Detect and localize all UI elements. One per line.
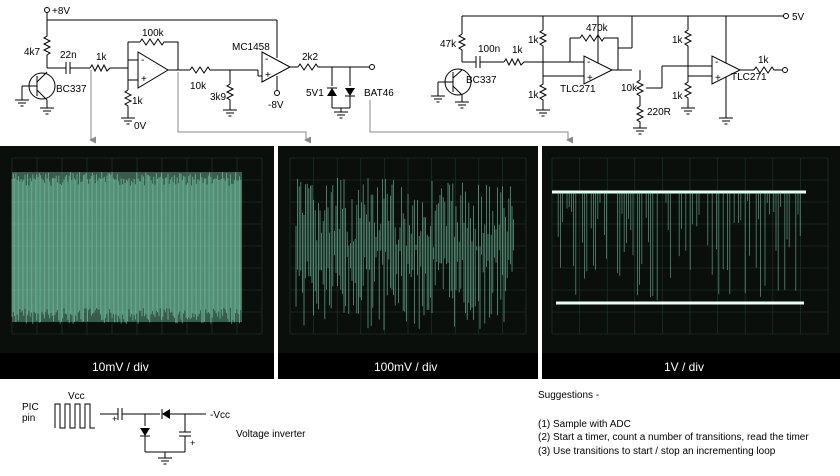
transistor-bc337 [14, 71, 56, 115]
inverter-capacitor-1 [117, 408, 123, 420]
vcc-label: Vcc [68, 391, 85, 402]
opamp-mc1458: - + [261, 51, 292, 83]
transistor-bc337-right [430, 68, 472, 109]
divider-b-top-label: 1k [672, 35, 684, 46]
supply-terminal-5v [783, 13, 789, 19]
divider-a-top-label: 1k [528, 35, 540, 46]
right-comparator-schematic: 5V 47k BC337 100n 1k 1k [430, 12, 805, 135]
scope-panel-1: 10mV / div [0, 146, 274, 379]
opamp2-plus: + [265, 70, 271, 81]
inverter-diode-1 [161, 409, 170, 419]
opamp-mc1458-label: MC1458 [232, 42, 270, 53]
opamp-tlc271-2-label: TLC271 [731, 72, 767, 83]
tlc2-plus: + [715, 73, 721, 84]
schottky-label: BAT46 [364, 88, 394, 99]
output-terminal-left [369, 64, 375, 70]
suggestions-block: Suggestions - (1) Sample with ADC (2) St… [538, 390, 809, 457]
coupling-capacitor [60, 62, 90, 74]
supply-pos-label: +8V [52, 6, 70, 17]
collector-resistor-47k-label: 47k [440, 39, 457, 50]
suggestion-item-1: (1) Sample with ADC [538, 419, 631, 430]
ground-label: 0V [134, 121, 147, 132]
feedback-resistor-470k [579, 34, 619, 70]
scope-caption-2: 100mV / div [374, 360, 437, 374]
input-resistor-label: 1k [96, 52, 108, 63]
coupling-capacitor-100n [470, 56, 504, 68]
scope-panel-2: 100mV / div [278, 146, 538, 379]
pic-label: PIC [22, 402, 39, 413]
coupling-cap-100n-label: 100n [478, 44, 500, 55]
tlc2-minus: - [715, 57, 718, 68]
supply-neg-label: -8V [268, 100, 284, 111]
opamp2-minus: - [265, 54, 268, 65]
feedback-resistor [139, 38, 179, 70]
low-resistor-220r [635, 105, 645, 128]
inverter-plus-1: + [112, 414, 117, 424]
suggestion-item-2: (2) Start a timer, count a number of tra… [538, 432, 809, 443]
pot-10k-label: 10k [621, 83, 638, 94]
suggestion-item-3: (3) Use transitions to start / stop an i… [538, 446, 776, 457]
scope-trace-1 [11, 157, 263, 335]
tlc1-minus: - [587, 57, 590, 68]
scope-caption-3: 1V / div [664, 360, 704, 374]
divider-bottom-label: 3k9 [210, 92, 227, 103]
voltage-inverter-schematic: PIC pin Vcc + -Vcc + Volt [22, 391, 306, 465]
input-resistor-right-label: 1k [512, 45, 524, 56]
suggestions-heading: Suggestions - [538, 390, 599, 401]
inverter-plus-2: + [190, 438, 195, 448]
input-resistor-right [503, 57, 570, 67]
divider-a-bottom-label: 1k [528, 90, 540, 101]
collector-resistor-47k [457, 16, 467, 62]
divider-a-bottom [538, 76, 548, 110]
supply-5v-label: 5V [792, 12, 805, 23]
opamp1-plus: + [141, 74, 147, 85]
transistor-right-label: BC337 [466, 75, 497, 86]
low-resistor-label: 220R [647, 107, 671, 118]
scope-panel-3: 1V / div [542, 146, 840, 379]
scope-caption-1: 10mV / div [92, 360, 149, 374]
inverter-diode-2 [140, 428, 150, 437]
inverter-capacitor-2 [179, 431, 191, 437]
output-resistor-right [753, 66, 782, 74]
divider-a-top [538, 29, 548, 76]
output-resistor [297, 63, 370, 71]
scope-trace-2 [289, 157, 527, 335]
supply-terminal [44, 7, 50, 13]
output-resistor-right-label: 1k [758, 55, 770, 66]
coupling-cap-label: 22n [60, 50, 77, 61]
divider-bottom-resistor [225, 83, 235, 110]
divider-top-label: 10k [190, 81, 207, 92]
potentiometer-10k [635, 79, 645, 106]
output-resistor-label: 2k2 [302, 52, 319, 63]
opamp-stage1: - + [137, 51, 169, 89]
output-terminal-right [782, 67, 788, 73]
inverter-title: Voltage inverter [236, 429, 306, 440]
schottky-diode [345, 88, 355, 97]
tlc1-plus: + [587, 73, 593, 84]
collector-resistor-label: 4k7 [24, 47, 41, 58]
left-amplifier-schematic: +8V 4k7 BC337 22n 1k [14, 6, 394, 132]
pin-label: pin [22, 413, 35, 424]
neg-vcc-label: -Vcc [210, 410, 230, 421]
input-resistor [89, 63, 128, 73]
probe-pointers [89, 70, 573, 144]
scope-trace-3 [551, 157, 829, 335]
divider-top-resistor [189, 66, 230, 74]
neg-supply-terminal [274, 90, 280, 96]
bias-resistor [123, 89, 133, 118]
zener-diode [327, 87, 337, 96]
square-wave-icon [54, 403, 95, 429]
divider-b-bottom-label: 1k [672, 91, 684, 102]
divider-b-bottom [683, 66, 693, 108]
zener-label: 5V1 [306, 88, 324, 99]
opamp1-minus: - [141, 55, 144, 66]
bias-resistor-label: 1k [132, 96, 144, 107]
collector-resistor [42, 20, 52, 68]
divider-b-top [683, 29, 693, 66]
feedback-resistor-label: 100k [142, 28, 165, 39]
feedback-470k-label: 470k [586, 23, 609, 34]
transistor-label: BC337 [56, 84, 87, 95]
opamp-tlc271-1-label: TLC271 [560, 84, 596, 95]
